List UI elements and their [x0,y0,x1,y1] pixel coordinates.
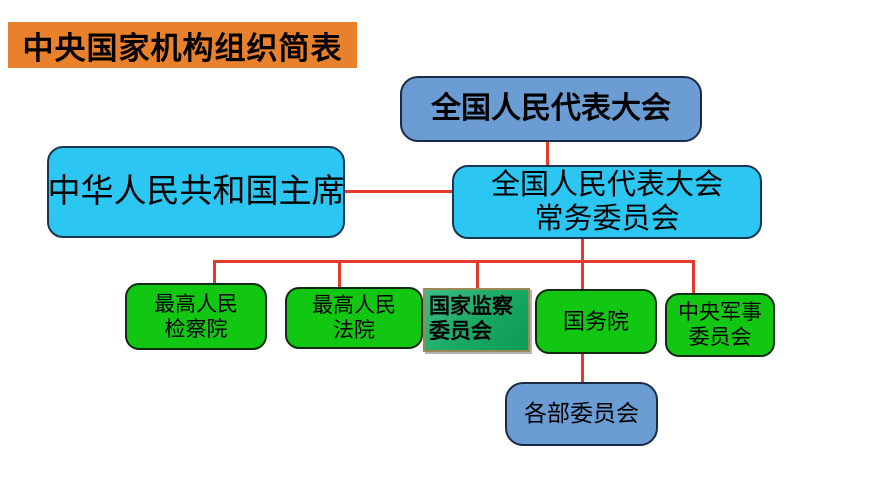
connector-npc-to-npcsc [546,142,549,168]
node-president-of-prc: 中华人民共和国主席 [47,146,345,238]
connector-stub-cmc [692,260,695,295]
connector-stub-procuratorate [213,260,216,285]
node-state-council: 国务院 [535,289,657,354]
node-national-supervisory-commission: 国家监察 委员会 [423,288,530,352]
node-supreme-peoples-procuratorate: 最高人民 检察院 [125,283,267,350]
connector-npcsc-trunk [581,237,584,291]
node-central-military-commission: 中央军事 委员会 [665,293,775,357]
connector-statecouncil-to-ministries [581,353,584,384]
connector-stub-court [338,260,341,289]
node-npc-standing-committee: 全国人民代表大会 常务委员会 [452,165,762,239]
node-ministries-and-commissions: 各部委员会 [505,382,658,446]
connector-president-to-npcsc [345,190,453,193]
node-national-peoples-congress: 全国人民代表大会 [400,76,702,142]
diagram-title: 中央国家机构组织简表 [8,22,357,68]
node-supreme-peoples-court: 最高人民 法院 [285,287,423,349]
connector-stub-supervision [476,260,479,290]
connector-horizontal-bus [213,260,695,263]
